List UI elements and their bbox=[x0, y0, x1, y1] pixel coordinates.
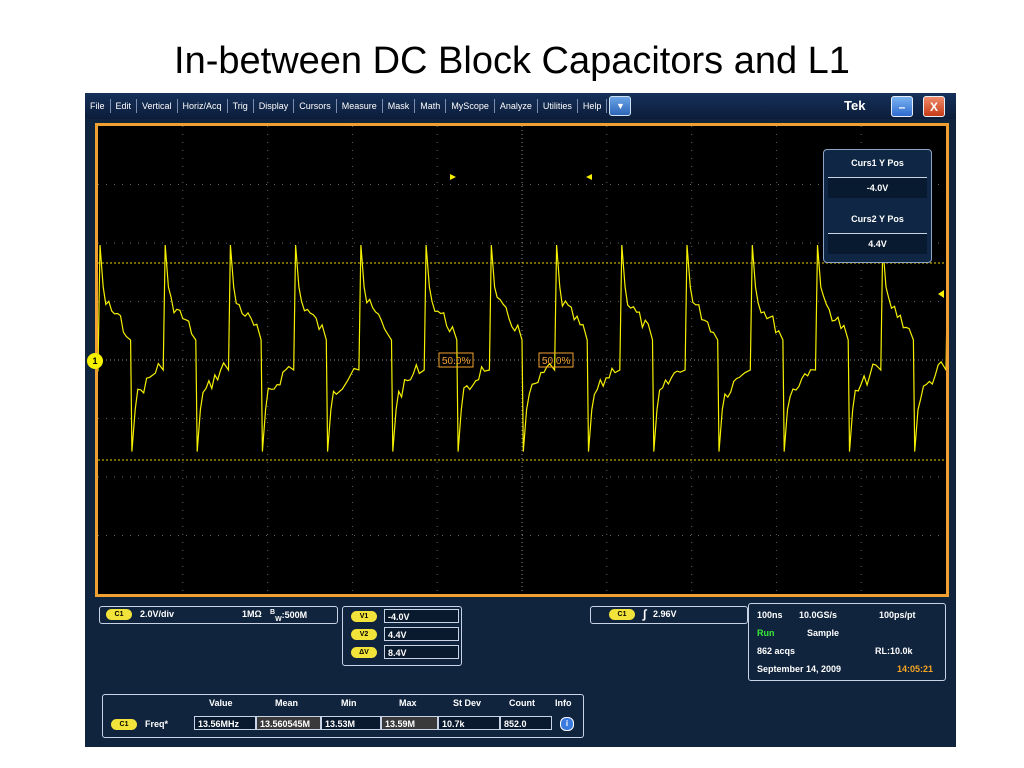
header-info: Info bbox=[555, 698, 572, 708]
header-mean: Mean bbox=[275, 698, 299, 708]
timebase: 100ns bbox=[757, 610, 783, 620]
menu-file[interactable]: File bbox=[85, 99, 111, 113]
trigger-marker-left bbox=[450, 174, 456, 180]
trigger-level-arrow bbox=[938, 290, 944, 298]
dropdown-arrow-icon[interactable]: ▼ bbox=[609, 96, 632, 116]
waveform-display[interactable]: 50.0% 50.0% bbox=[95, 123, 949, 597]
menu-bar: File Edit Vertical Horiz/Acq Trig Displa… bbox=[85, 93, 956, 119]
trigger-marker-right bbox=[586, 174, 592, 180]
measurement-table[interactable]: Value Mean Min Max St Dev Count Info C1 … bbox=[102, 694, 584, 738]
trigger-label-left: 50.0% bbox=[442, 356, 470, 367]
v2-badge: V2 bbox=[351, 629, 377, 640]
cursor-readout-panel[interactable]: Curs1 Y Pos -4.0V Curs2 Y Pos 4.4V bbox=[823, 149, 932, 263]
cursor-values-box[interactable]: V1 -4.0V V2 4.4V ΔV 8.4V bbox=[342, 606, 462, 666]
v1-value: -4.0V bbox=[384, 609, 459, 623]
resolution: 100ps/pt bbox=[879, 610, 916, 620]
dv-badge: ΔV bbox=[351, 647, 377, 658]
measure-max: 13.59M bbox=[381, 716, 438, 730]
channel-info-box[interactable]: C1 2.0V/div 1MΩ BW:500M bbox=[99, 606, 338, 624]
trigger-level: 2.96V bbox=[653, 609, 677, 619]
curs1-label: Curs1 Y Pos bbox=[851, 158, 904, 168]
trigger-info-box[interactable]: C1 ∫ 2.96V bbox=[590, 606, 748, 624]
trigger-label-box-left bbox=[438, 352, 474, 368]
oscilloscope-window: File Edit Vertical Horiz/Acq Trig Displa… bbox=[85, 93, 956, 747]
menu-help[interactable]: Help bbox=[578, 99, 608, 113]
minimize-icon[interactable]: – bbox=[891, 96, 913, 117]
measure-count: 852.0 bbox=[500, 716, 552, 730]
curs2-value: 4.4V bbox=[828, 233, 927, 254]
menu-edit[interactable]: Edit bbox=[111, 99, 138, 113]
menu-trig[interactable]: Trig bbox=[228, 99, 254, 113]
menu-mask[interactable]: Mask bbox=[383, 99, 416, 113]
info-icon[interactable]: i bbox=[560, 717, 574, 731]
curs1-value: -4.0V bbox=[828, 177, 927, 198]
channel1-marker[interactable]: 1 bbox=[87, 353, 103, 369]
channel-badge: C1 bbox=[106, 609, 132, 620]
menu-myscope[interactable]: MyScope bbox=[446, 99, 495, 113]
measure-stdev: 10.7k bbox=[438, 716, 500, 730]
input-impedance: 1MΩ bbox=[242, 609, 262, 619]
measure-name: Freq* bbox=[145, 719, 169, 729]
close-icon[interactable]: X bbox=[923, 96, 945, 117]
trigger-source-badge: C1 bbox=[609, 609, 635, 620]
channel1-trace bbox=[98, 244, 946, 452]
date: September 14, 2009 bbox=[757, 664, 842, 674]
header-count: Count bbox=[509, 698, 535, 708]
tek-logo: Tek bbox=[844, 98, 866, 113]
vertical-scale: 2.0V/div bbox=[140, 609, 175, 619]
curs2-label: Curs2 Y Pos bbox=[851, 214, 904, 224]
measure-min: 13.53M bbox=[321, 716, 381, 730]
header-stdev: St Dev bbox=[453, 698, 482, 708]
menu-cursors[interactable]: Cursors bbox=[294, 99, 337, 113]
sample-rate: 10.0GS/s bbox=[799, 610, 838, 620]
trigger-label-right: 50.0% bbox=[542, 356, 570, 367]
header-max: Max bbox=[399, 698, 417, 708]
header-value: Value bbox=[209, 698, 233, 708]
acquisition-mode: Sample bbox=[807, 628, 840, 638]
menu-utilities[interactable]: Utilities bbox=[538, 99, 578, 113]
acquisition-box[interactable]: 100ns 10.0GS/s 100ps/pt Run Sample 862 a… bbox=[748, 603, 946, 681]
measure-mean: 13.560545M bbox=[256, 716, 321, 730]
time: 14:05:21 bbox=[897, 664, 934, 674]
header-min: Min bbox=[341, 698, 357, 708]
status-area: C1 2.0V/div 1MΩ BW:500M V1 -4.0V V2 4.4V… bbox=[85, 603, 956, 747]
menu-vertical[interactable]: Vertical bbox=[137, 99, 178, 113]
menu-math[interactable]: Math bbox=[415, 99, 447, 113]
waveform-svg: 50.0% 50.0% bbox=[98, 126, 946, 594]
dv-value: 8.4V bbox=[384, 645, 459, 659]
v2-value: 4.4V bbox=[384, 627, 459, 641]
acquisition-count: 862 acqs bbox=[757, 646, 796, 656]
trigger-edge-icon: ∫ bbox=[643, 607, 647, 621]
menu-horiz-acq[interactable]: Horiz/Acq bbox=[178, 99, 228, 113]
v1-badge: V1 bbox=[351, 611, 377, 622]
run-state: Run bbox=[757, 628, 775, 638]
slide-title: In-between DC Block Capacitors and L1 bbox=[174, 40, 850, 82]
menu-measure[interactable]: Measure bbox=[337, 99, 383, 113]
record-length: RL:10.0k bbox=[875, 646, 913, 656]
bandwidth: BW:500M bbox=[270, 609, 308, 623]
measure-source-badge: C1 bbox=[111, 719, 137, 730]
measure-value: 13.56MHz bbox=[194, 716, 256, 730]
trigger-label-box-right bbox=[538, 352, 574, 368]
menu-analyze[interactable]: Analyze bbox=[495, 99, 538, 113]
menu-display[interactable]: Display bbox=[254, 99, 295, 113]
